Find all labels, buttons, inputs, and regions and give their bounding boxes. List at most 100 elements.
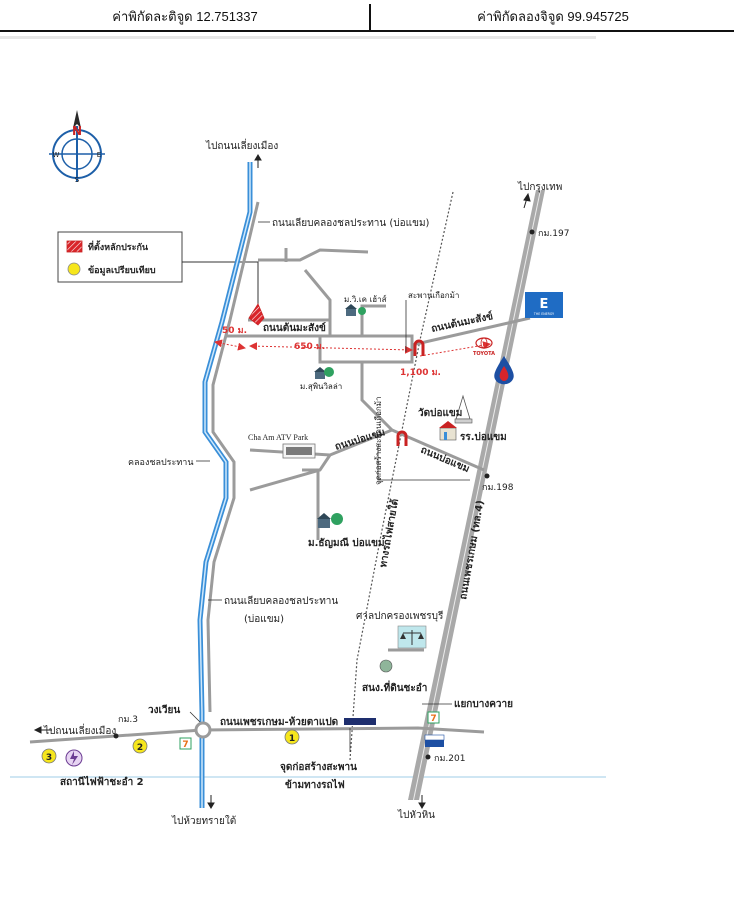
irrigation-canal (197, 162, 253, 808)
compass-w: W (53, 151, 60, 159)
latitude-label: ค่าพิกัดละติจูด 12.751337 (112, 9, 258, 24)
comparison-point-2: 2 (132, 738, 148, 754)
atv-park-icon (282, 443, 316, 459)
svg-text:THE ENERGY: THE ENERGY (533, 312, 554, 316)
label-canal-bypass-bottom-2: (บ่อแขม) (244, 614, 284, 625)
collateral-marker (248, 303, 265, 326)
label-rail-bridge-2: ข้ามทางรถไฟ (285, 778, 345, 791)
label-moo-thanyamani: ม.ธัญมณี บ่อแขม (308, 537, 385, 549)
label-ton-makham-left: ถนนต้นมะสังข์ (263, 322, 326, 334)
svg-text:3: 3 (46, 753, 52, 763)
label-km197: กม.197 (538, 229, 569, 239)
label-moo-vi: ม.วิ.เค เฮ้าส์ (344, 294, 387, 304)
thanyamani-road (302, 468, 320, 540)
phetkasem-highway-centerline (413, 189, 541, 801)
label-bo-khaem-right: ถนนบ่อแขม (419, 444, 472, 475)
label-power-station: สถานีไฟฟ้าชะอำ 2 (60, 775, 144, 788)
label-dist-1100: 1,100 ม. (400, 368, 441, 378)
school-icon (439, 421, 457, 441)
label-dist-50: 50 ม. (222, 326, 247, 336)
compass-n: N (72, 124, 82, 138)
dimension-lines (214, 339, 491, 357)
legend-comparison-swatch (67, 262, 81, 276)
km201-marker (425, 754, 431, 760)
label-school: รร.บ่อแขม (460, 431, 507, 443)
label-to-bangkok: ไปกรุงเทพ (517, 181, 562, 193)
compass-s: S (75, 176, 80, 184)
label-railway: ทางรถไฟสายใต้ (376, 498, 401, 569)
svg-text:7: 7 (182, 740, 188, 750)
label-moo-supin: ม.สุพินวิลล่า (300, 382, 342, 391)
label-km198: กม.198 (482, 483, 514, 493)
compass-rose: N S E W (49, 110, 105, 184)
house-icon-supin (314, 367, 334, 379)
km197-marker (529, 229, 535, 235)
legend-pointer-line (182, 261, 259, 312)
label-bang-kwai: แยกบางควาย (454, 699, 513, 710)
label-to-laem-mueang-top: ไปถนนเลี่ยงเมือง (205, 138, 278, 152)
label-dist-650: 650 ม. (294, 342, 325, 352)
north-road-4 (360, 304, 386, 336)
km3-marker (113, 733, 119, 739)
rail-bridge-construction (344, 718, 376, 725)
header-rule (0, 30, 734, 32)
atv-road (249, 454, 332, 492)
wat-road (360, 362, 394, 432)
u-turn-bridge-north (413, 339, 425, 356)
km198-marker (484, 473, 490, 479)
label-to-hua-hin: ไปหัวหิน (397, 809, 435, 821)
label-court: ศาลปกครองเพชรบุรี (356, 610, 444, 622)
compass-e: E (97, 151, 101, 159)
label-land-office: สนง.ที่ดินชะอำ (362, 680, 427, 694)
label-wat-bo-khaem: วัดบ่อแขม (418, 407, 462, 419)
label-rail-bridge-1: จุดก่อสร้างสะพาน (280, 761, 357, 773)
label-phet-huaysai-road: ถนนเพชรเกษม-ห้วยตาแปด (220, 716, 338, 728)
legend-collateral-label: ที่ตั้งหลักประกัน (88, 240, 149, 253)
temple-icon (454, 394, 473, 424)
svg-text:TOYOTA: TOYOTA (473, 351, 495, 357)
legend: ที่ตั้งหลักประกัน ข้อมูลเปรียบเทียบ (57, 231, 183, 283)
label-km201: กม.201 (434, 754, 465, 764)
label-canal-bypass-bottom-1: ถนนเลียบคลองชลประทาน (224, 595, 338, 607)
north-road-1 (258, 248, 369, 262)
land-office-icon (379, 659, 393, 673)
power-station-icon (65, 749, 83, 767)
comparison-point-1: 1 (284, 729, 300, 745)
ptt-station-icon (494, 356, 514, 385)
u-turn-bridge-south (396, 430, 408, 446)
toyota-icon: TOYOTA (473, 337, 495, 357)
coordinates-bar: ค่าพิกัดละติจูด 12.751337 ค่าพิกัดลองจิจ… (0, 0, 734, 39)
label-to-laem-mueang-bottom: ไปถนนเลี่ยงเมือง (43, 723, 116, 737)
label-irrigation-canal: คลองชลประทาน (128, 458, 193, 468)
svg-text:1: 1 (289, 734, 295, 744)
label-u-turn-bridge: สะพานเกือกม้า (408, 291, 459, 300)
irrigation-canal-highlight (199, 162, 251, 808)
roundabout (194, 721, 212, 739)
leader-roundabout (189, 711, 201, 723)
seven-eleven-icon-east: 7 (427, 711, 440, 724)
bank-icon (424, 734, 445, 747)
label-km3: กม.3 (118, 715, 138, 725)
svg-text:2: 2 (137, 743, 143, 753)
house-icon-vi (345, 304, 366, 316)
label-roundabout: วงเวียน (148, 704, 180, 716)
longitude-label: ค่าพิกัดลองจิจูด 99.945725 (477, 9, 629, 24)
the-energy-icon: E THE ENERGY (525, 292, 563, 318)
legend-comparison-label: ข้อมูลเปรียบเทียบ (88, 265, 156, 276)
label-bridge-start: จุดก่อสร้างสะพานเกือกม้า (374, 396, 383, 485)
label-to-huay-sai: ไปห้วยทรายใต้ (171, 815, 236, 827)
comparison-point-3: 3 (41, 748, 57, 764)
legend-collateral-swatch (66, 240, 83, 253)
header-rule-shadow (0, 36, 596, 39)
court-icon (397, 625, 427, 649)
seven-eleven-icon-west: 7 (179, 737, 192, 750)
label-canal-bypass-top: ถนนเลียบคลองชลประทาน (บ่อแขม) (272, 217, 430, 229)
leader-bridge-start (377, 446, 470, 481)
label-atv-park: Cha Am ATV Park (248, 433, 308, 442)
north-road-3 (303, 269, 332, 336)
svg-text:7: 7 (430, 714, 436, 724)
map-baseline (10, 776, 606, 778)
coordinates-divider (369, 4, 371, 30)
house-icon-thanyamani (317, 513, 343, 528)
